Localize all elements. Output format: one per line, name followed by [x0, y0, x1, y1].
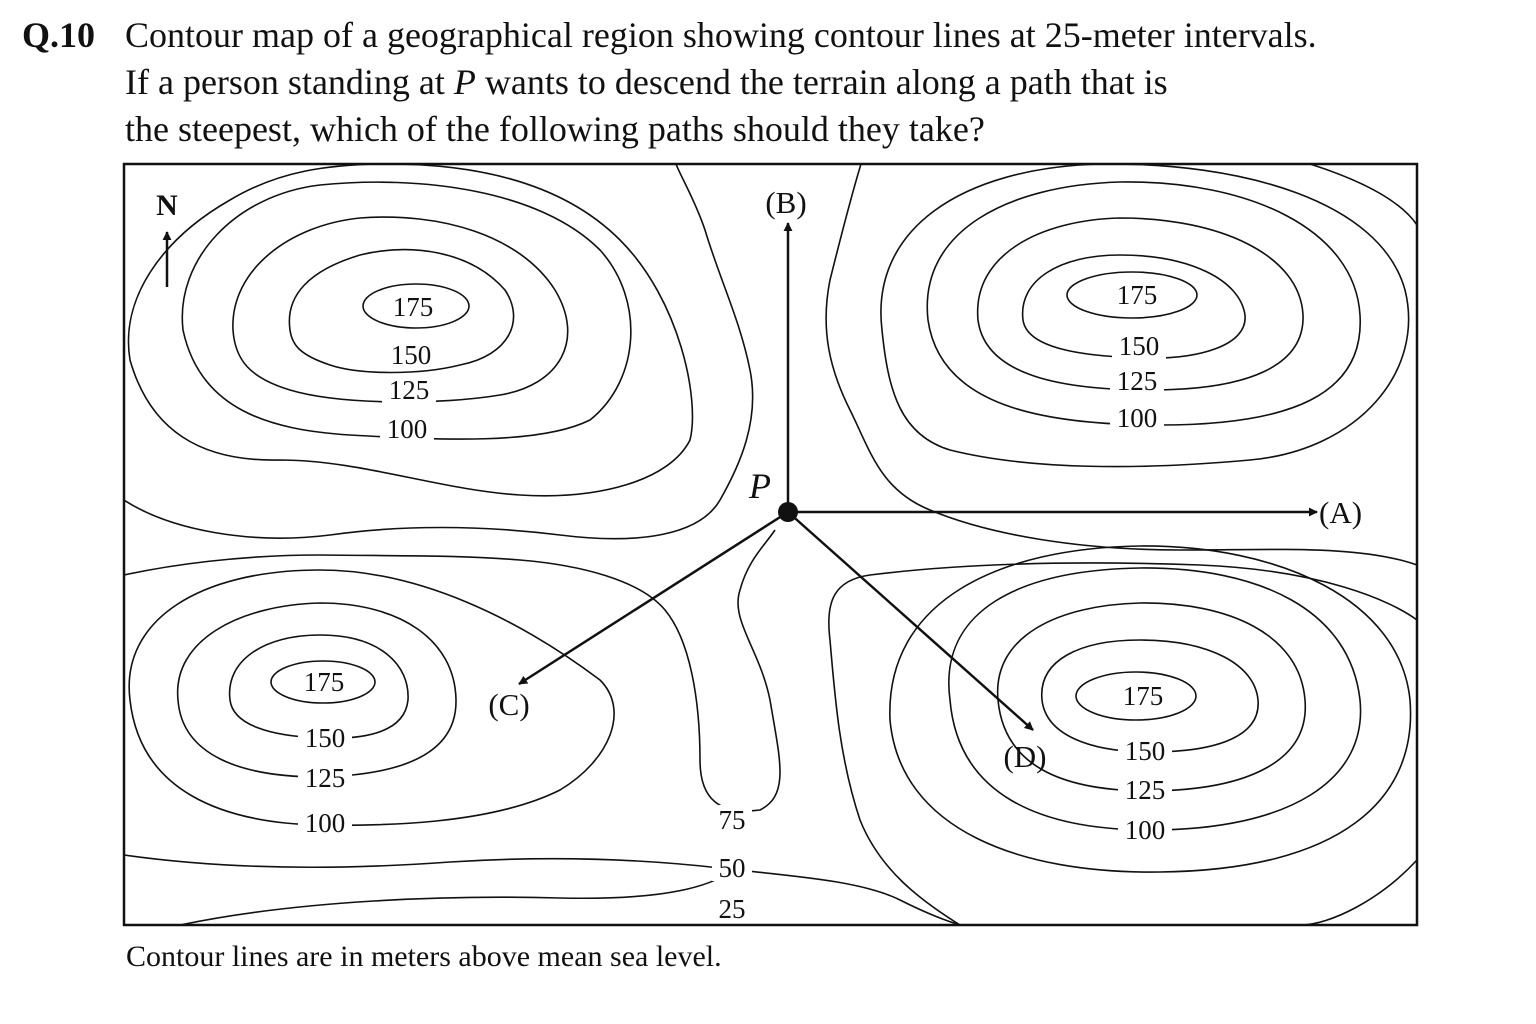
label-se-150: 150: [1125, 736, 1166, 766]
contour-ne-edge: [1309, 164, 1417, 226]
question-line-3: the steepest, which of the following pat…: [125, 109, 985, 149]
label-nw-175: 175: [393, 292, 434, 322]
label-nw-100: 100: [387, 414, 428, 444]
north-label: N: [156, 189, 178, 222]
label-ne-100: 100: [1117, 403, 1158, 433]
label-nw-150: 150: [391, 340, 432, 370]
contour-sw-100: [128, 569, 615, 827]
contour-sw-50: [124, 854, 963, 925]
contour-ne-100: [926, 181, 1361, 426]
north-arrow-icon: N: [156, 189, 178, 287]
path-a-label: (A): [1319, 495, 1362, 530]
label-ne-125: 125: [1117, 366, 1158, 396]
contour-nw-50: [124, 164, 754, 540]
contour-sw-175: [270, 660, 376, 704]
ne-hill-labels: 175 150 125 100: [1110, 280, 1166, 433]
label-sw-100: 100: [305, 808, 346, 838]
point-p-marker: [778, 502, 798, 522]
label-valley-50: 50: [719, 853, 746, 883]
label-se-100: 100: [1125, 815, 1166, 845]
question-number: Q.10: [22, 15, 96, 55]
contour-nw-150: [288, 248, 515, 374]
contour-se-100: [948, 567, 1362, 831]
valley-labels: 75 50 25: [712, 805, 752, 924]
contour-ne-150: [1021, 254, 1246, 359]
point-variable: P: [453, 62, 476, 102]
contour-nw-100: [181, 181, 632, 440]
path-arrows: [518, 222, 1318, 731]
label-sw-175: 175: [304, 667, 345, 697]
label-ne-150: 150: [1119, 331, 1160, 361]
contour-ne-175: [1066, 271, 1198, 319]
path-d-arrow: [787, 511, 1034, 731]
label-sw-125: 125: [305, 763, 346, 793]
contour-se-125: [996, 602, 1306, 792]
contour-nw-75: [127, 164, 694, 497]
contour-se-175: [1075, 671, 1197, 721]
label-valley-25: 25: [719, 894, 746, 924]
sw-hill-labels: 175 150 125 100: [298, 667, 352, 838]
contour-ne-50: [825, 164, 1417, 566]
label-nw-125: 125: [389, 375, 430, 405]
nw-hill-labels: 175 150 125 100: [380, 292, 438, 444]
label-sw-150: 150: [305, 723, 346, 753]
se-hill-labels: 175 150 125 100: [1118, 681, 1172, 845]
contour-sw-25: [179, 874, 726, 925]
label-se-125: 125: [1125, 775, 1166, 805]
contour-ne-75: [880, 164, 1410, 468]
label-se-175: 175: [1123, 681, 1164, 711]
path-b-label: (B): [765, 185, 806, 220]
map-frame: [122, 162, 1419, 927]
question-line-1: Contour map of a geographical region sho…: [125, 15, 1317, 55]
contour-ne-125: [976, 217, 1304, 391]
contour-nw-125: [232, 216, 569, 403]
path-c-arrow: [518, 510, 789, 686]
contour-sw-75: [124, 529, 781, 812]
contour-sw-125: [176, 602, 457, 778]
label-ne-175: 175: [1117, 280, 1158, 310]
path-c-label: (C): [488, 687, 529, 722]
contour-sw-150: [228, 634, 409, 740]
question-line-2: If a person standing at P wants to desce…: [125, 62, 1168, 102]
contour-nw-175: [362, 283, 470, 329]
contour-se-150: [1041, 639, 1259, 753]
label-valley-75: 75: [719, 805, 746, 835]
point-p-label: P: [748, 466, 771, 506]
path-d-label: (D): [1003, 739, 1046, 774]
map-caption: Contour lines are in meters above mean s…: [126, 940, 722, 973]
